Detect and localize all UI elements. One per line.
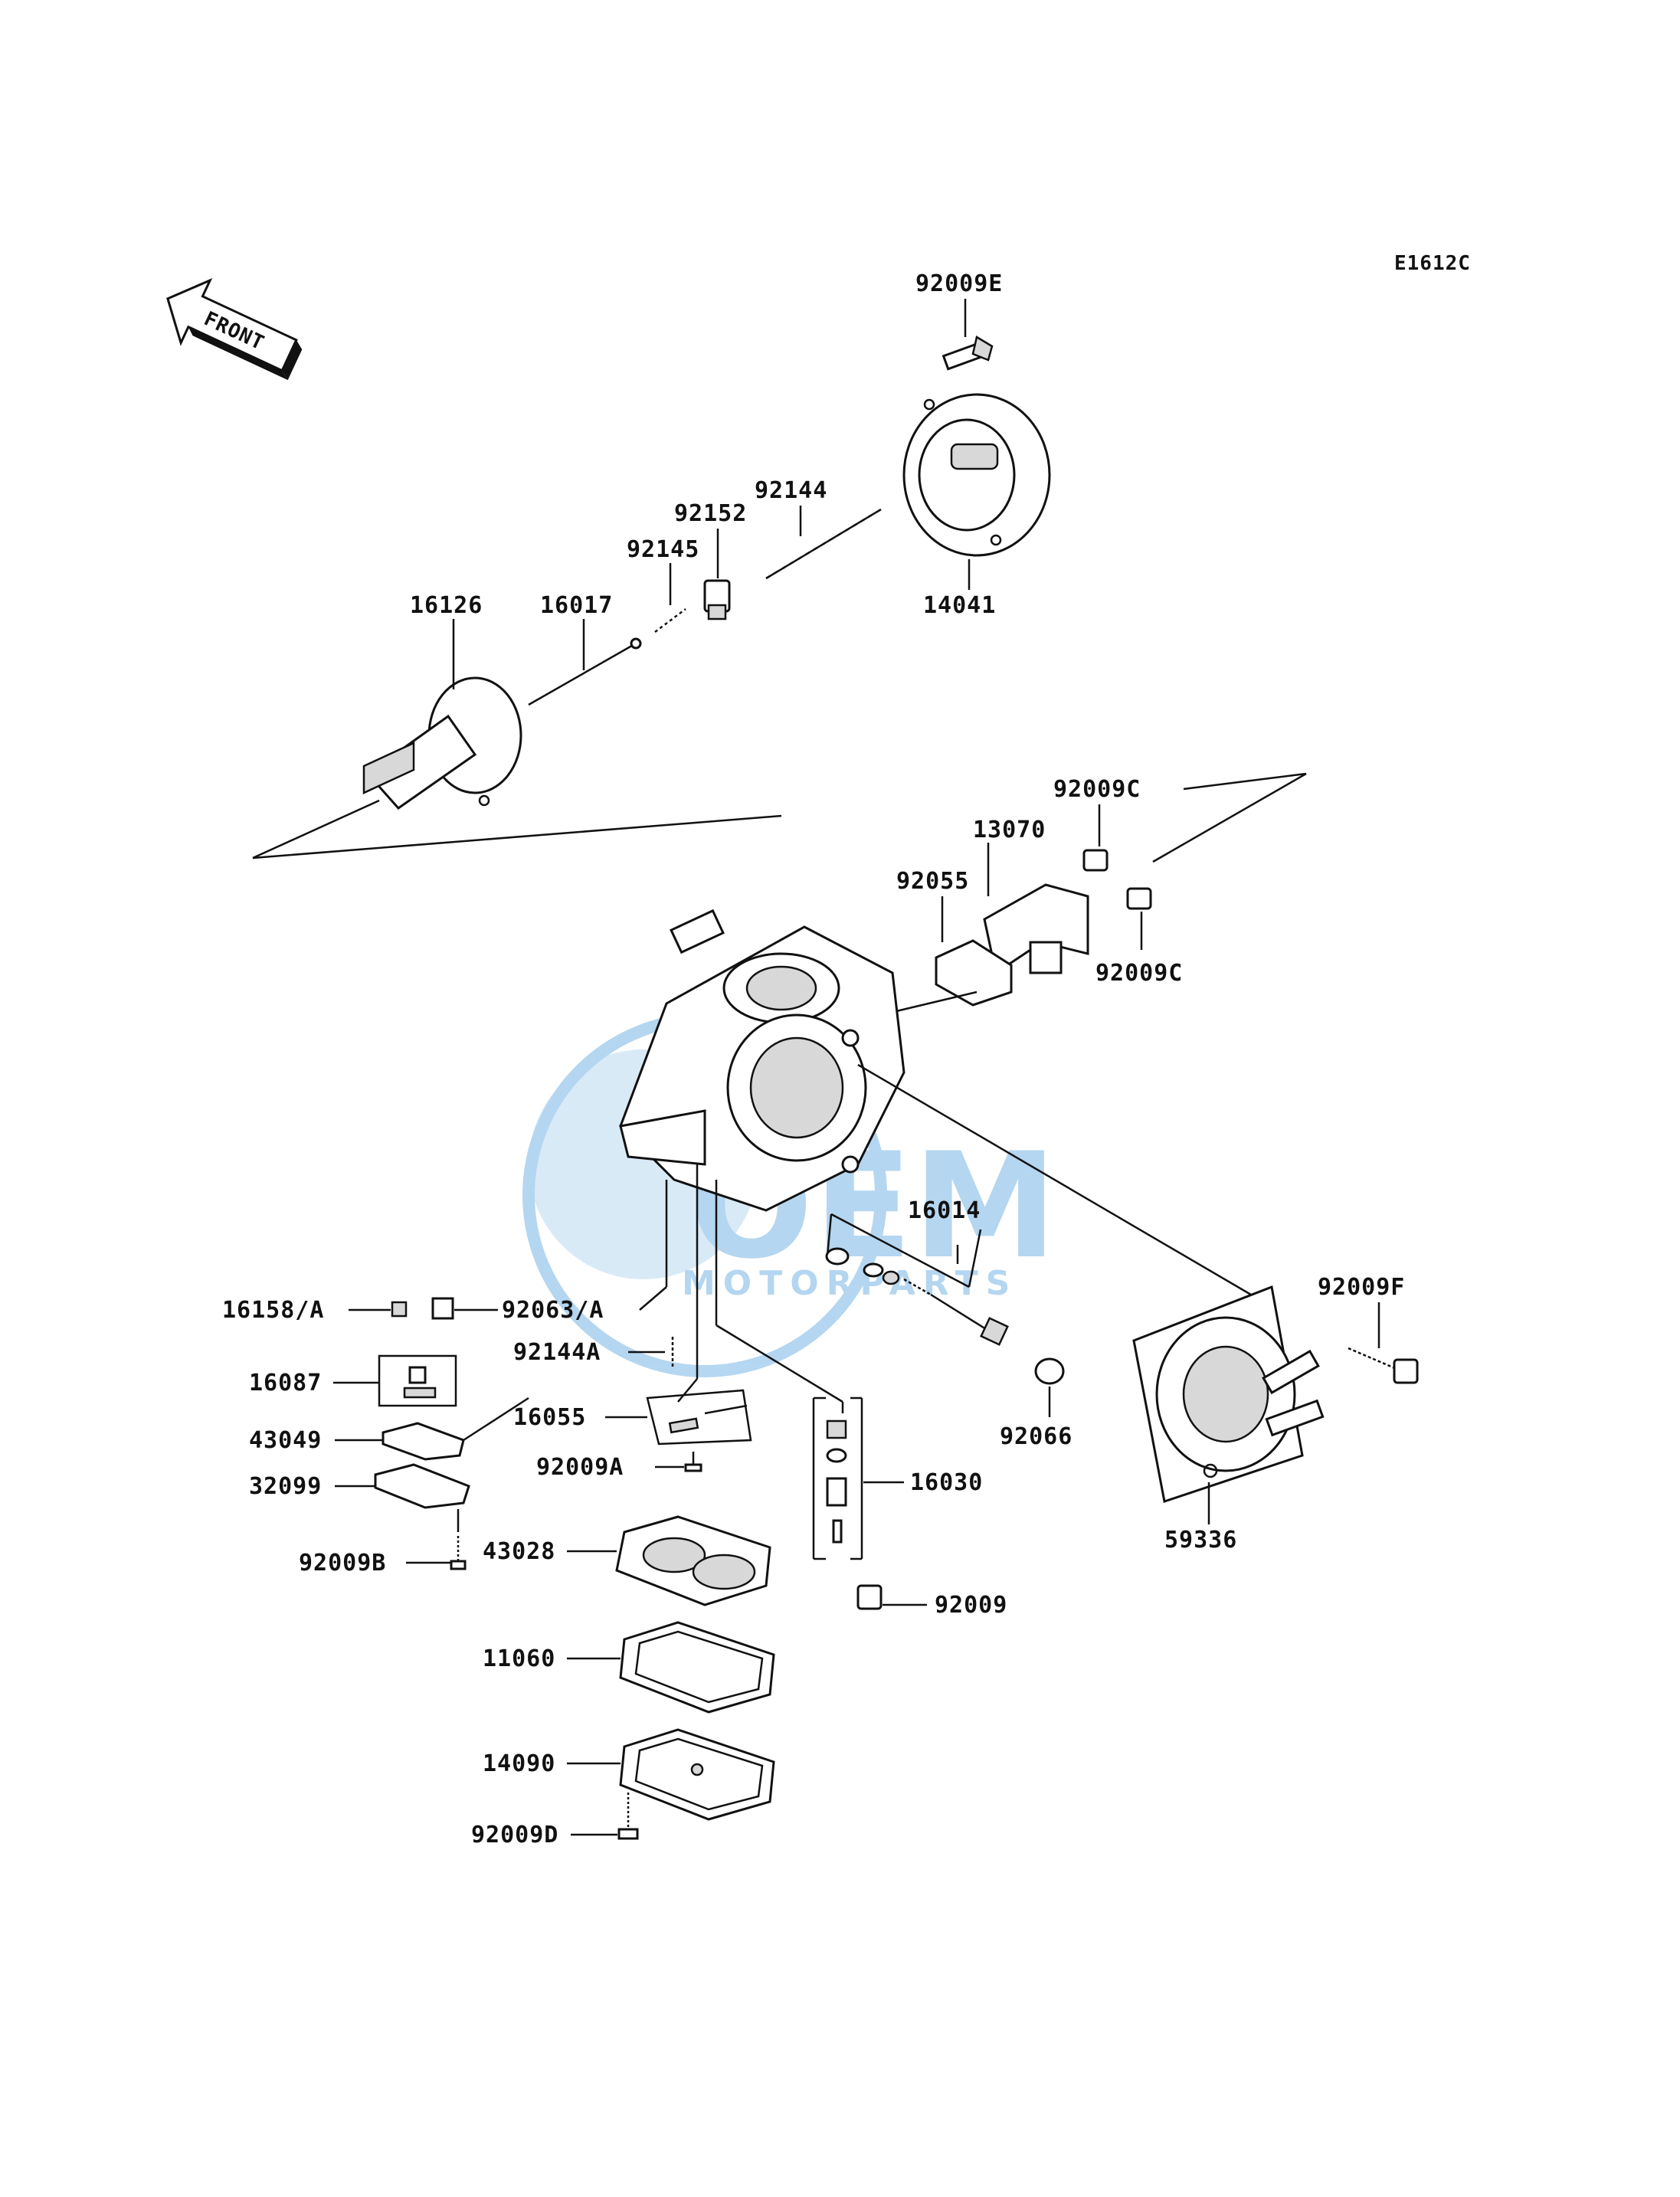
- part-label[interactable]: 16158/A: [222, 1297, 324, 1324]
- valve-16055: [646, 1389, 752, 1446]
- part-label[interactable]: 14090: [483, 1750, 555, 1777]
- guide-line: [252, 814, 782, 859]
- part-label[interactable]: 92145: [627, 536, 699, 563]
- part-label[interactable]: 16126: [410, 592, 483, 619]
- screw-92009f: [1348, 1347, 1419, 1384]
- plug-92066: [1034, 1357, 1065, 1385]
- spring-92145: [654, 608, 686, 633]
- watermark-sub: MOTORPARTS: [682, 1264, 1017, 1303]
- part-label[interactable]: 16030: [910, 1469, 983, 1496]
- gasket-43028: [615, 1515, 771, 1606]
- front-arrow-icon: FRONT: [166, 278, 303, 381]
- part-label[interactable]: 13070: [973, 817, 1046, 843]
- jet-16158: [391, 1301, 408, 1318]
- carburetor-body: [619, 909, 905, 1212]
- cover-14041: [902, 393, 1051, 557]
- gasket-11060: [619, 1621, 775, 1714]
- part-label[interactable]: 11060: [483, 1645, 555, 1672]
- part-label[interactable]: 92009F: [1318, 1274, 1405, 1301]
- part-label[interactable]: 14041: [923, 592, 996, 619]
- part-label[interactable]: 92063/A: [502, 1297, 604, 1324]
- jet-92063: [431, 1297, 454, 1320]
- valve-16087: [378, 1354, 457, 1407]
- spring-92144: [765, 508, 882, 580]
- part-label[interactable]: 92144: [755, 477, 827, 504]
- cover-32099: [374, 1463, 470, 1509]
- part-label[interactable]: 92009C: [1053, 776, 1141, 803]
- needle-16017: [528, 637, 642, 706]
- fuel-pump-59336: [1132, 1285, 1325, 1503]
- part-label[interactable]: 43049: [249, 1427, 322, 1454]
- screw-92009b: [450, 1536, 467, 1570]
- part-label[interactable]: 16055: [513, 1404, 586, 1431]
- part-label[interactable]: 43028: [483, 1538, 555, 1565]
- part-label[interactable]: 92066: [1000, 1423, 1073, 1450]
- pilot-screw-16014: [825, 1213, 1009, 1346]
- part-label[interactable]: 92009: [935, 1592, 1007, 1619]
- part-label[interactable]: 16014: [908, 1197, 981, 1224]
- part-label[interactable]: 92009A: [536, 1454, 624, 1481]
- part-label[interactable]: 59336: [1164, 1527, 1237, 1554]
- part-label[interactable]: 16017: [540, 592, 613, 619]
- diagram-code: E1612C: [1394, 252, 1471, 275]
- gasket-92055: [935, 939, 1013, 1007]
- jet-assembly-16030: [812, 1396, 863, 1560]
- part-labels: 92009E 92144 92152 92145 16126 16017 140…: [222, 270, 1405, 1848]
- screw-92009: [856, 1584, 883, 1610]
- part-label[interactable]: 92009C: [1095, 960, 1183, 987]
- part-label[interactable]: 16087: [249, 1370, 322, 1396]
- gasket-43049: [382, 1422, 465, 1461]
- part-label[interactable]: 92144A: [513, 1339, 601, 1366]
- bracket-13070: [983, 883, 1089, 975]
- piston-16126: [362, 676, 522, 810]
- screw-92009e: [942, 336, 994, 371]
- screw-92009a: [684, 1452, 702, 1472]
- screw-92009d: [617, 1793, 639, 1840]
- part-label[interactable]: 92009B: [299, 1550, 386, 1577]
- screw-92009c-lower: [1126, 887, 1152, 910]
- screw-92009c-upper: [1082, 849, 1109, 872]
- part-label[interactable]: 32099: [249, 1473, 322, 1500]
- part-label[interactable]: 92009E: [915, 270, 1003, 297]
- part-label[interactable]: 92152: [674, 500, 747, 527]
- part-label[interactable]: 92009D: [471, 1822, 558, 1848]
- jet-92152: [703, 579, 731, 620]
- diaphragm-14090: [619, 1728, 775, 1821]
- part-label[interactable]: 92055: [896, 868, 969, 895]
- guide-line: [252, 799, 380, 859]
